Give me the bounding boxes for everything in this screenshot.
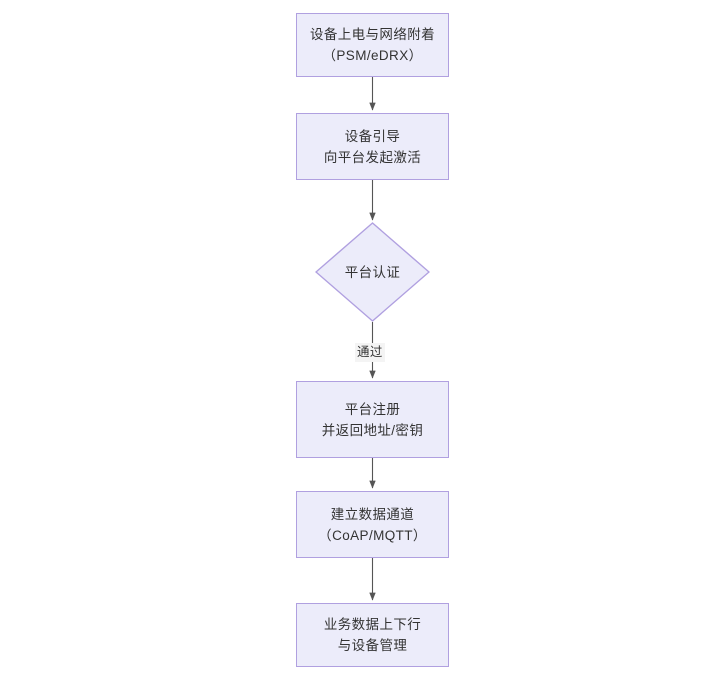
node-label-line: 并返回地址/密钥 xyxy=(321,422,424,438)
node-device-bootstrap[interactable]: 设备引导 向平台发起激活 xyxy=(296,113,449,180)
node-label-line: 与设备管理 xyxy=(337,638,408,653)
node-data-channel[interactable]: 建立数据通道 （CoAP/MQTT） xyxy=(296,491,449,558)
node-label-line: 设备引导 xyxy=(344,128,401,144)
node-label-line: 平台认证 xyxy=(344,264,401,280)
diamond-shape xyxy=(315,222,430,322)
node-platform-auth-decision[interactable]: 平台认证 xyxy=(315,222,430,322)
node-label-line: 平台注册 xyxy=(344,401,401,417)
node-platform-register[interactable]: 平台注册 并返回地址/密钥 xyxy=(296,381,449,458)
edge-label-pass: 通过 xyxy=(355,343,385,362)
node-label-line: 向平台发起激活 xyxy=(323,149,422,165)
node-label-line: （PSM/eDRX） xyxy=(322,48,423,63)
node-label-line: （CoAP/MQTT） xyxy=(318,527,427,543)
node-label-line: 设备上电与网络附着 xyxy=(309,27,436,42)
node-label-line: 建立数据通道 xyxy=(330,506,415,522)
node-device-power-on[interactable]: 设备上电与网络附着 （PSM/eDRX） xyxy=(296,13,449,77)
node-business-data[interactable]: 业务数据上下行 与设备管理 xyxy=(296,603,449,667)
node-label-line: 业务数据上下行 xyxy=(323,617,422,632)
